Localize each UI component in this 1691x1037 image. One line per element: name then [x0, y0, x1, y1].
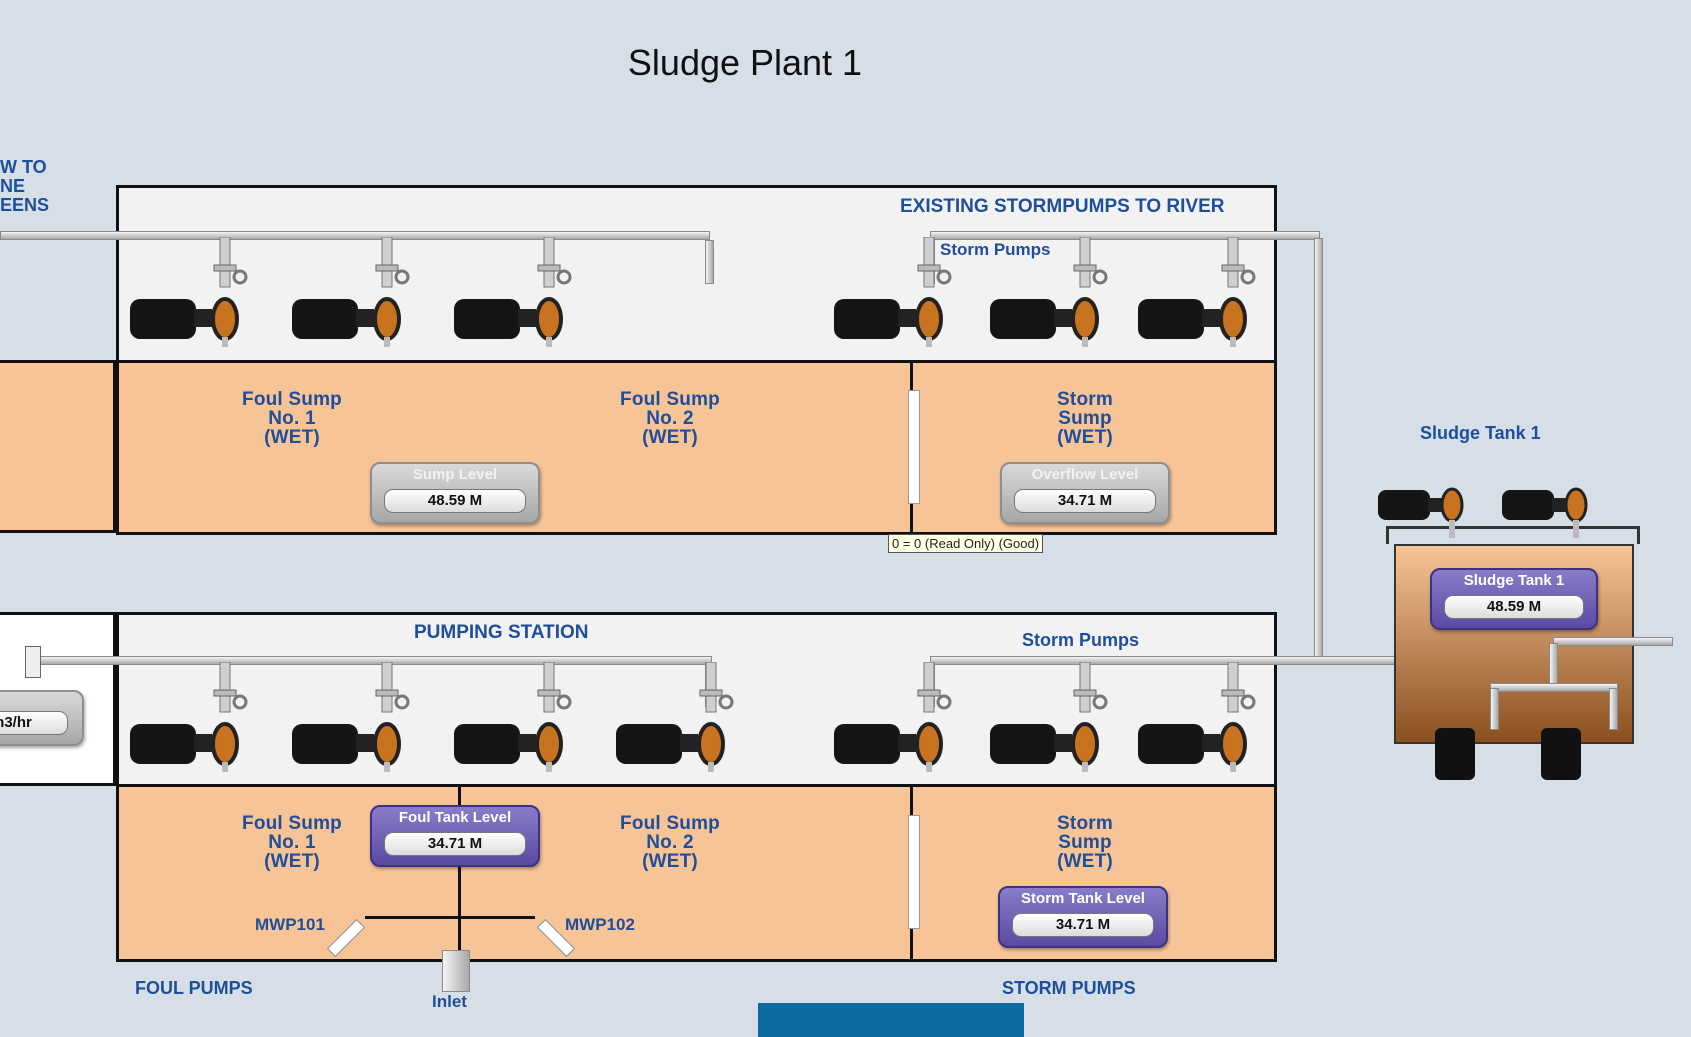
top-foul-sump-1-line2: No. 1 [268, 408, 316, 429]
top-foul-riser-pipe [705, 240, 714, 284]
bottom-nav-bar[interactable] [758, 1003, 1024, 1037]
left-cropped-sump [0, 360, 116, 533]
top-foul-pump-2[interactable] [290, 237, 410, 347]
overflow-level-value: 34.71 M [1014, 489, 1156, 513]
bottom-foul-pump-2[interactable] [290, 662, 410, 772]
top-foul-pump-3[interactable] [452, 237, 572, 347]
foul-sump-divider [458, 787, 461, 957]
page-title: Sludge Plant 1 [627, 42, 863, 83]
tooltip: 0 = 0 (Read Only) (Good) [888, 534, 1044, 553]
sludge-pump-bottom-1[interactable] [1435, 728, 1475, 780]
bottom-storm-pumps-label: Storm Pumps [1022, 630, 1140, 650]
bottom-section-header: PUMPING STATION [414, 622, 589, 643]
bottom-foul-pump-4[interactable] [614, 662, 734, 772]
overflow-level-gauge[interactable]: Overflow Level 34.71 M [1000, 462, 1170, 524]
left-flow-gauge[interactable]: m3/hr [0, 690, 84, 746]
bottom-foul-sump-2-line1: Foul Sump [620, 813, 720, 834]
bottom-foul-sump-1-line3: (WET) [264, 851, 320, 872]
inlet-label: Inlet [432, 992, 467, 1011]
sludge-roof-pump-1[interactable] [1376, 478, 1466, 538]
bottom-storm-sump-label: Storm Sump (WET) [1015, 814, 1155, 871]
top-foul-sump-1-label: Foul Sump No. 1 (WET) [222, 390, 362, 447]
sludge-tank-gauge-value: 48.59 M [1444, 595, 1584, 619]
bottom-foul-sump-2-line2: No. 2 [646, 832, 694, 853]
bottom-storm-sump-line2: Sump [1058, 832, 1112, 853]
top-section-header: EXISTING STORMPUMPS TO RIVER [900, 196, 1225, 217]
inlet-flange [25, 646, 41, 678]
sump-level-gauge[interactable]: Sump Level 48.59 M [370, 462, 540, 524]
bottom-storm-sump-line3: (WET) [1057, 851, 1113, 872]
top-storm-sump-line3: (WET) [1057, 427, 1113, 448]
top-storm-header-pipe [930, 231, 1320, 240]
storm-tank-level-label: Storm Tank Level [1021, 890, 1145, 907]
left-flow-gauge-value: m3/hr [0, 711, 68, 735]
bottom-sump-divider-gate [908, 815, 920, 929]
top-storm-pump-2[interactable] [988, 237, 1108, 347]
inlet-pipe [442, 950, 470, 992]
foul-tank-level-gauge[interactable]: Foul Tank Level 34.71 M [370, 805, 540, 867]
sludge-outlet-pipe [1553, 637, 1673, 646]
top-sump-divider-gate [908, 390, 920, 504]
top-foul-sump-1-line3: (WET) [264, 427, 320, 448]
bottom-storm-pump-3[interactable] [1136, 662, 1256, 772]
bottom-foul-sump-1-line1: Foul Sump [242, 813, 342, 834]
top-storm-sump-line1: Storm [1057, 389, 1113, 410]
top-storm-sump-line2: Sump [1058, 408, 1112, 429]
bottom-foul-pump-3[interactable] [452, 662, 572, 772]
top-foul-sump-2-line3: (WET) [642, 427, 698, 448]
top-storm-pumps-label: Storm Pumps [940, 240, 1051, 259]
bottom-foul-sump-2-line3: (WET) [642, 851, 698, 872]
left-edge-label-line3: EENS [0, 195, 50, 215]
sludge-pump-bottom-2[interactable] [1541, 728, 1581, 780]
sludge-tank-gauge[interactable]: Sludge Tank 1 48.59 M [1430, 568, 1598, 630]
bottom-storm-pump-1[interactable] [832, 662, 952, 772]
foul-pumps-label: FOUL PUMPS [135, 978, 253, 998]
sludge-roof-pump-2[interactable] [1500, 478, 1590, 538]
sludge-drop-pipe-1 [1490, 688, 1499, 730]
top-storm-pump-3[interactable] [1136, 237, 1256, 347]
top-storm-pump-1[interactable] [832, 237, 952, 347]
bottom-storm-sump-line1: Storm [1057, 813, 1113, 834]
storm-tank-level-gauge[interactable]: Storm Tank Level 34.71 M [998, 886, 1168, 948]
foul-tank-level-label: Foul Tank Level [398, 809, 512, 826]
foul-tank-level-value: 34.71 M [384, 832, 526, 856]
sludge-internal-pipe [1549, 643, 1558, 685]
sludge-tank-title: Sludge Tank 1 [1420, 423, 1541, 443]
top-foul-sump-2-label: Foul Sump No. 2 (WET) [600, 390, 740, 447]
top-foul-sump-2-line2: No. 2 [646, 408, 694, 429]
bottom-foul-sump-1-line2: No. 1 [268, 832, 316, 853]
top-foul-sump-2-line1: Foul Sump [620, 389, 720, 410]
top-foul-sump-1-line1: Foul Sump [242, 389, 342, 410]
left-edge-label-line2: NE [0, 176, 26, 196]
sludge-tank-roof [1386, 526, 1640, 544]
valve-mwp102-label: MWP102 [565, 915, 635, 934]
sludge-tank-gauge-label: Sludge Tank 1 [1463, 572, 1565, 589]
inlet-channel-top [365, 916, 535, 919]
sludge-manifold-pipe [1490, 683, 1618, 692]
top-foul-pump-1[interactable] [128, 237, 248, 347]
bottom-storm-pump-2[interactable] [988, 662, 1108, 772]
bottom-foul-sump-1-label: Foul Sump No. 1 (WET) [222, 814, 362, 871]
storm-tank-level-value: 34.71 M [1012, 913, 1154, 937]
top-storm-sump-label: Storm Sump (WET) [1015, 390, 1155, 447]
storm-pumps-label: STORM PUMPS [1002, 978, 1136, 998]
bottom-foul-pump-1[interactable] [128, 662, 248, 772]
sump-level-value: 48.59 M [384, 489, 526, 513]
sludge-drop-pipe-2 [1609, 688, 1618, 730]
valve-mwp101-label: MWP101 [255, 915, 325, 934]
sump-level-label: Sump Level [412, 466, 498, 483]
overflow-level-label: Overflow Level [1031, 466, 1139, 483]
top-foul-header-pipe [0, 231, 710, 240]
left-edge-label: W TO NE EENS [0, 158, 49, 215]
bottom-foul-sump-2-label: Foul Sump No. 2 (WET) [600, 814, 740, 871]
storm-transfer-pipe [1314, 238, 1323, 663]
left-edge-label-line1: W TO [0, 157, 47, 177]
